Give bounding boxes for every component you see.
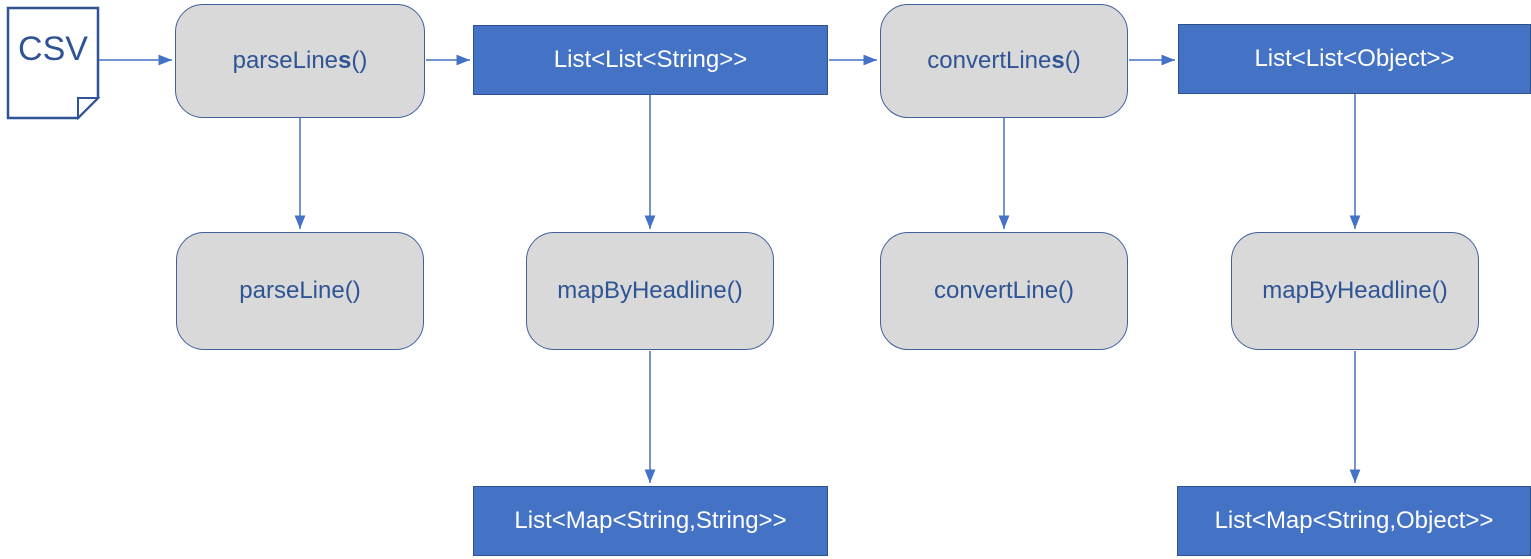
node-parse-lines-label: parseLines() (232, 47, 368, 74)
node-list-map-string-string-label: List<Map<String,String>> (514, 507, 787, 534)
node-convert-line: convertLine() (880, 232, 1128, 350)
csv-document-label: CSV (18, 30, 88, 68)
node-convert-lines: convertLines() (880, 4, 1128, 118)
node-convert-line-label: convertLine() (933, 277, 1075, 304)
node-map-by-headline-1-label: mapByHeadline() (557, 277, 743, 304)
node-convert-lines-label: convertLines() (927, 47, 1081, 74)
node-list-list-object-label: List<List<Object>> (1254, 45, 1455, 72)
node-list-map-string-object-label: List<Map<String,Object>> (1214, 507, 1494, 534)
node-map-by-headline-2: mapByHeadline() (1231, 232, 1479, 350)
node-parse-lines: parseLines() (175, 4, 425, 118)
node-list-list-object: List<List<Object>> (1178, 24, 1531, 94)
node-parse-line-label: parseLine() (239, 277, 361, 304)
csv-document-icon (6, 6, 101, 121)
node-map-by-headline-1: mapByHeadline() (526, 232, 774, 350)
node-list-list-string: List<List<String>> (473, 25, 828, 95)
node-parse-line: parseLine() (176, 232, 424, 350)
node-map-by-headline-2-label: mapByHeadline() (1262, 277, 1448, 304)
node-list-list-string-label: List<List<String>> (553, 46, 748, 73)
node-list-map-string-object: List<Map<String,Object>> (1177, 486, 1531, 556)
node-list-map-string-string: List<Map<String,String>> (473, 486, 828, 556)
